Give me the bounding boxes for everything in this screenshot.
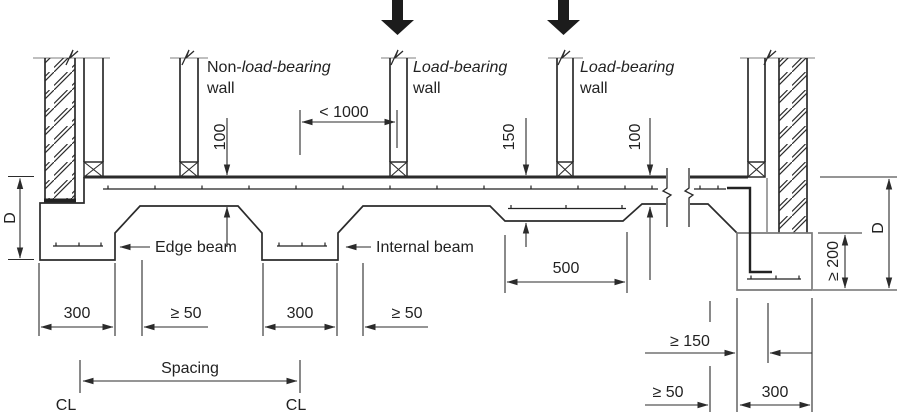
reinforcement (53, 185, 801, 280)
non-load-bearing-wall-label-line2: wall (206, 80, 235, 97)
dim-slab-100-right: 100 (627, 124, 644, 151)
load-arrow-icon (381, 0, 414, 35)
non-load-bearing-wall-label: Non-load-bearing (207, 59, 331, 76)
dim-spacing-label: Spacing (161, 360, 219, 377)
mesh-ticks (107, 185, 653, 190)
wall-top-breaks (33, 49, 815, 66)
load-bearing-wall-right-label-line2: wall (579, 80, 608, 97)
dim-clear-50-edge: ≥ 50 (170, 305, 201, 322)
non-lb-emphasis: load-bearing (242, 59, 331, 76)
dim-footing-200: ≥ 200 (825, 241, 842, 281)
stud-walls (83, 58, 766, 162)
dim-max-wall-offset: < 1000 (319, 104, 368, 121)
slab-soffit-right (690, 203, 738, 234)
break-line (661, 168, 673, 227)
dim-thickening-500: 500 (553, 260, 580, 277)
brick-veneer-right (778, 58, 808, 233)
edge-beam-label: Edge beam (155, 239, 237, 256)
wall-labels: Non-load-bearing wall Load-bearing wall … (206, 59, 674, 97)
beam-profile (39, 177, 666, 261)
dim-slab-150: 150 (501, 124, 518, 151)
centreline-left: CL (56, 397, 77, 413)
load-arrow-icon (547, 0, 580, 35)
bottom-plates (83, 161, 766, 178)
break-line (683, 168, 695, 227)
dim-footing-width-300: 300 (762, 384, 789, 401)
edge-footing (736, 232, 813, 291)
load-bearing-wall-left-label-line2: wall (412, 80, 441, 97)
dim-depth-left: D (2, 212, 19, 224)
l-bar (727, 186, 772, 274)
non-lb-prefix: Non- (207, 59, 242, 76)
brick-veneer-left (44, 58, 76, 203)
dim-footing-clear-50: ≥ 50 (652, 384, 683, 401)
dim-edge-beam-300: 300 (64, 305, 91, 322)
load-arrows (381, 0, 580, 35)
load-bearing-wall-right-label: Load-bearing (580, 59, 674, 76)
slab-and-beams (39, 168, 813, 291)
dim-internal-beam-300: 300 (287, 305, 314, 322)
dpc-bar (44, 198, 76, 203)
internal-beam-label: Internal beam (376, 239, 474, 256)
centreline-right: CL (286, 397, 307, 413)
dim-slab-100-left: 100 (212, 124, 229, 151)
dim-clear-50-internal: ≥ 50 (391, 305, 422, 322)
dimensions: < 1000 100 150 100 D Edge beam Internal … (2, 104, 897, 413)
dim-footing-ledge-150: ≥ 150 (670, 333, 710, 350)
load-bearing-wall-left-label: Load-bearing (413, 59, 507, 76)
dim-depth-right: D (870, 222, 887, 234)
